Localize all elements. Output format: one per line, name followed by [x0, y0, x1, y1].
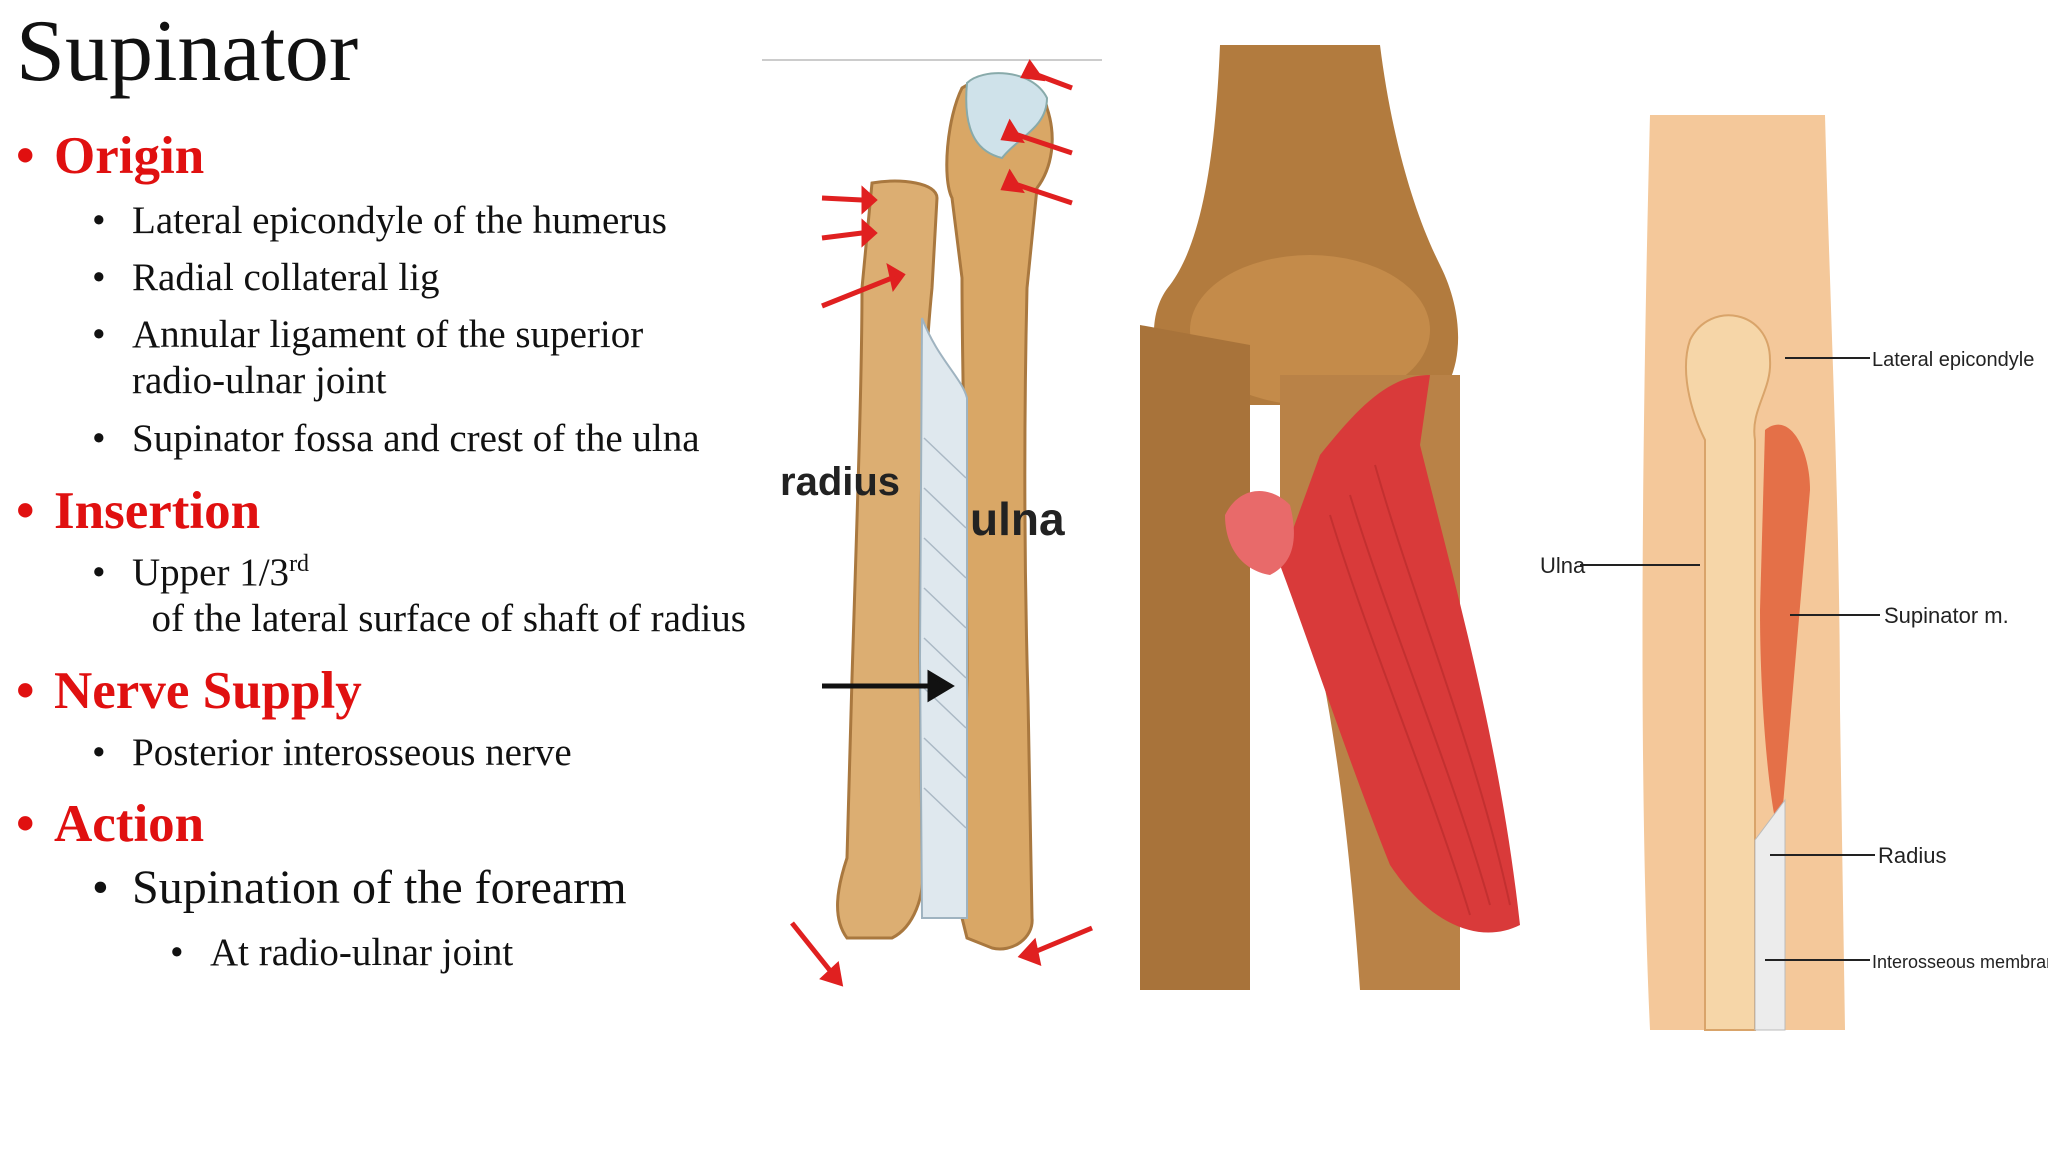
list-item-text: Supinator fossa and crest of the ulna — [132, 417, 700, 460]
heading-nerve-supply-label: Nerve Supply — [54, 662, 362, 720]
label-lateral-epicondyle: Lateral epicondyle — [1872, 349, 2034, 371]
label-radius-diagram: Radius — [1878, 843, 1946, 868]
bullet-icon: • — [170, 931, 184, 974]
label-ulna: ulna — [970, 495, 1065, 545]
list-item-text: Annular ligament of the superior radio-u… — [132, 313, 644, 402]
label-supinator: Supinator m. — [1884, 603, 2009, 628]
list-item: • Posterior interosseous nerve — [92, 730, 572, 776]
slide-title: Supinator — [16, 3, 359, 100]
bullet-icon: • — [16, 482, 35, 540]
label-ulna-diagram: Ulna — [1540, 553, 1586, 578]
list-item-text: Upper 1/3rd of the lateral surface of sh… — [132, 551, 746, 640]
radius-ulna-figure — [762, 58, 1102, 1008]
bullet-icon: • — [92, 417, 106, 460]
label-radius: radius — [780, 460, 900, 504]
list-item: • Supination of the forearm — [92, 862, 627, 914]
elbow-muscle-figure — [1130, 45, 1520, 990]
heading-action: • Action — [16, 798, 204, 851]
sub-list-item-text: At radio-ulnar joint — [210, 931, 514, 974]
heading-nerve-supply: • Nerve Supply — [16, 665, 362, 718]
heading-origin-label: Origin — [54, 127, 205, 185]
list-item: • Upper 1/3rd of the lateral surface of … — [92, 550, 772, 642]
bullet-icon: • — [92, 731, 106, 774]
heading-action-label: Action — [54, 795, 205, 853]
bullet-icon: • — [92, 861, 109, 914]
bullet-icon: • — [92, 551, 106, 594]
bullet-icon: • — [92, 256, 106, 299]
list-item-text: Supination of the forearm — [132, 861, 627, 914]
list-item-text: Radial collateral lig — [132, 256, 440, 299]
label-interosseous-membrane: Interosseous membrane — [1872, 952, 2048, 972]
bullet-icon: • — [92, 199, 106, 242]
bullet-icon: • — [16, 795, 35, 853]
heading-insertion: • Insertion — [16, 485, 260, 538]
sub-list-item: • At radio-ulnar joint — [170, 930, 513, 976]
labeled-supinator-diagram — [1540, 110, 2048, 1040]
list-item: • Lateral epicondyle of the humerus — [92, 198, 667, 244]
list-item: • Annular ligament of the superior radio… — [92, 312, 732, 404]
heading-insertion-label: Insertion — [54, 482, 261, 540]
list-item: • Supinator fossa and crest of the ulna — [92, 416, 700, 462]
heading-origin: • Origin — [16, 130, 204, 183]
list-item-text: Lateral epicondyle of the humerus — [132, 199, 667, 242]
list-item-text: Posterior interosseous nerve — [132, 731, 572, 774]
bullet-icon: • — [92, 313, 106, 356]
bullet-icon: • — [16, 662, 35, 720]
list-item: • Radial collateral lig — [92, 255, 440, 301]
bullet-icon: • — [16, 127, 35, 185]
